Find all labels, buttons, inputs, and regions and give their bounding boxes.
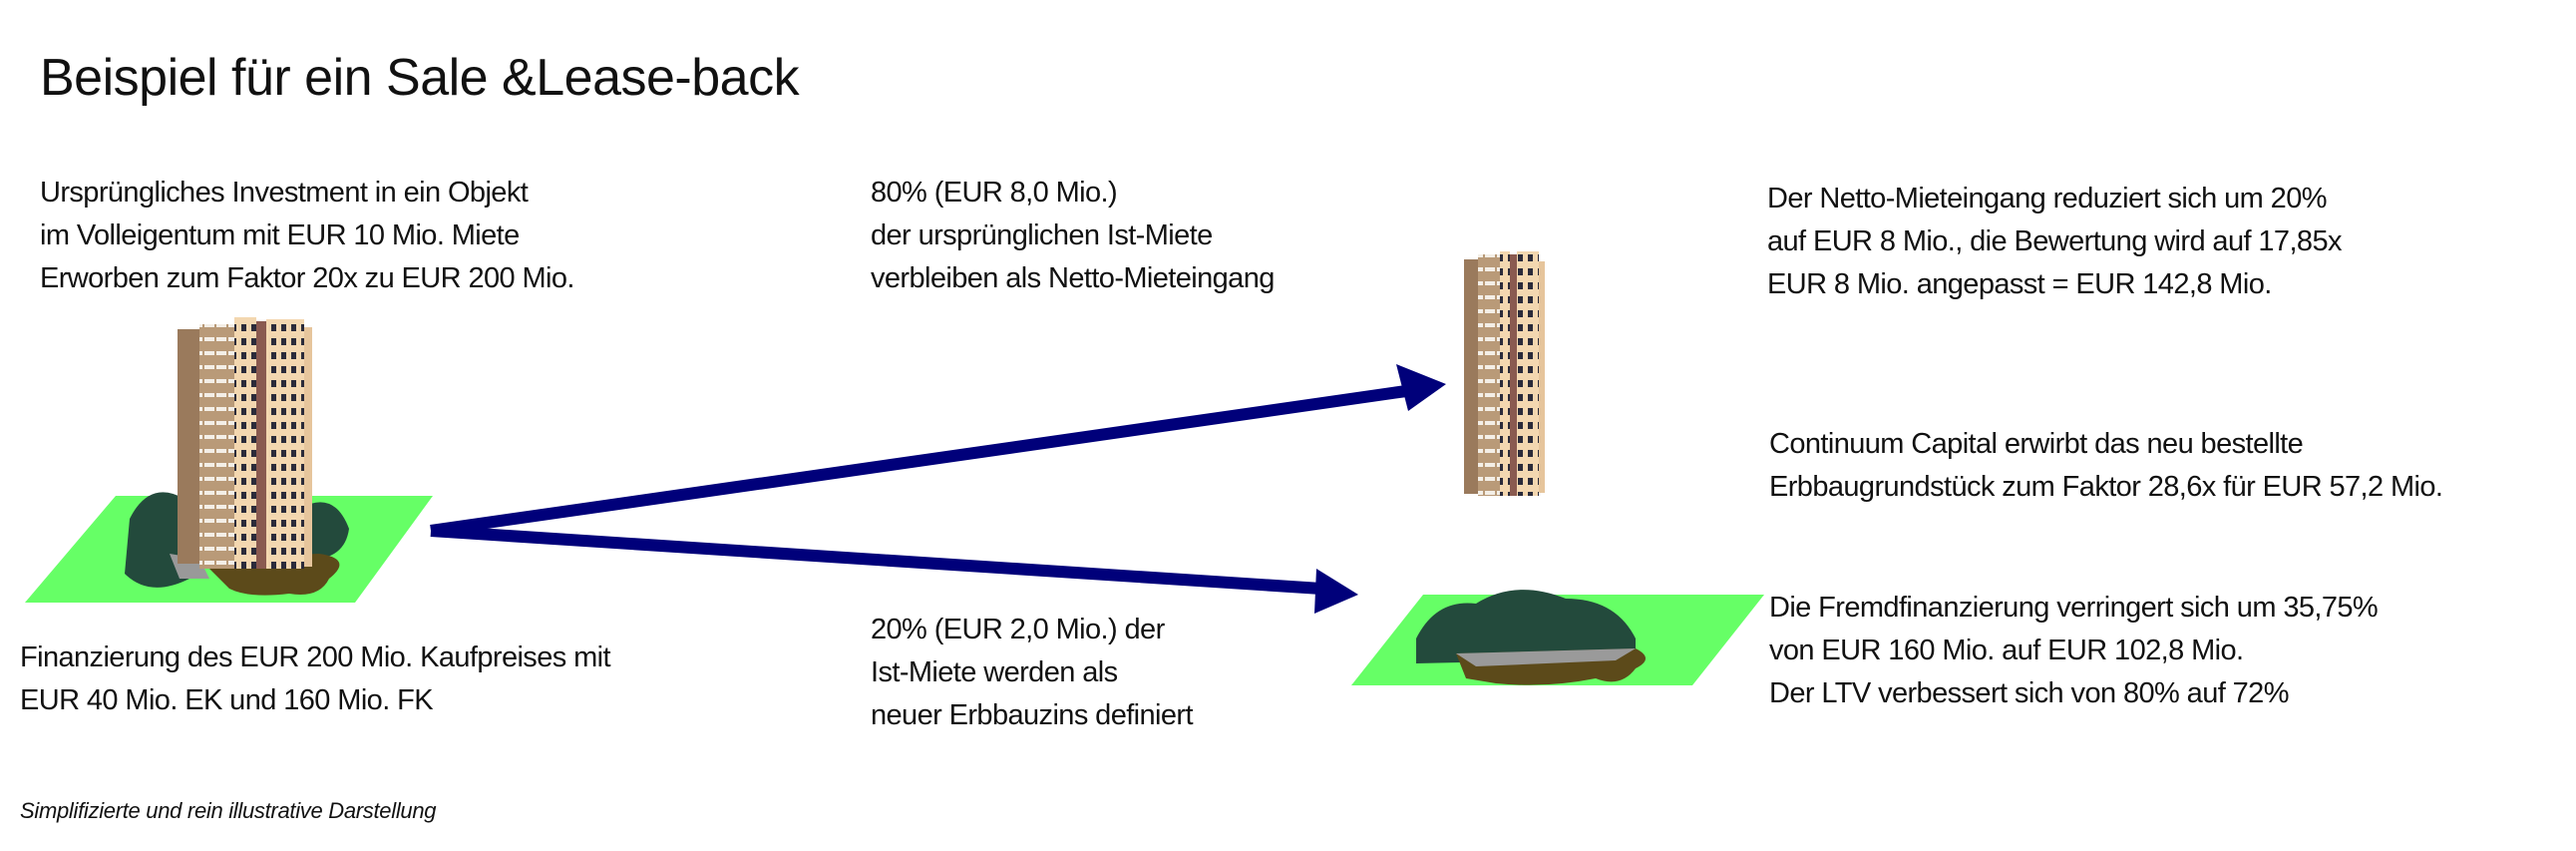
text-line: neuer Erbbauzins definiert (871, 699, 1194, 731)
lower-flow-text: 20% (EUR 2,0 Mio.) der Ist-Miete werden … (871, 609, 1194, 737)
building-after-sale-icon (1464, 251, 1545, 496)
text-line: Ist-Miete werden als (871, 656, 1118, 688)
land-purchase-text: Continuum Capital erwirbt das neu bestel… (1769, 423, 2443, 509)
text-line: Finanzierung des EUR 200 Mio. Kaufpreise… (20, 641, 611, 673)
land-parcel-illustration (1351, 590, 1764, 685)
debt-result-text: Die Fremdfinanzierung verringert sich um… (1769, 587, 2379, 715)
tower-building-icon (178, 317, 312, 569)
page-title: Beispiel für ein Sale &Lease-back (40, 49, 800, 107)
text-line: von EUR 160 Mio. auf EUR 102,8 Mio. (1769, 635, 2244, 666)
text-line: Erbbaugrundstück zum Faktor 28,6x für EU… (1769, 471, 2443, 503)
building-result-text: Der Netto-Mieteingang reduziert sich um … (1767, 178, 2342, 306)
financing-text: Finanzierung des EUR 200 Mio. Kaufpreise… (20, 637, 611, 722)
tree-icon (125, 492, 189, 588)
arrow-to-land (430, 525, 1358, 614)
text-line: Erworben zum Faktor 20x zu EUR 200 Mio. (40, 262, 574, 294)
footnote: Simplifizierte und rein illustrative Dar… (20, 798, 437, 823)
arrow-to-building (430, 364, 1446, 537)
text-line: Ursprüngliches Investment in ein Objekt (40, 177, 529, 209)
text-line: Die Fremdfinanzierung verringert sich um… (1769, 592, 2379, 624)
original-investment-text: Ursprüngliches Investment in ein Objekt … (40, 172, 574, 300)
text-line: Continuum Capital erwirbt das neu bestel… (1769, 428, 2304, 460)
pavement (1456, 648, 1636, 666)
text-line: Der LTV verbessert sich von 80% auf 72% (1769, 677, 2289, 709)
text-line: Der Netto-Mieteingang reduziert sich um … (1767, 183, 2328, 214)
text-line: 80% (EUR 8,0 Mio.) (871, 177, 1118, 209)
text-line: der ursprünglichen Ist-Miete (871, 219, 1213, 251)
text-line: im Volleigentum mit EUR 10 Mio. Miete (40, 219, 520, 251)
original-property-illustration (25, 317, 433, 603)
text-line: auf EUR 8 Mio., die Bewertung wird auf 1… (1767, 225, 2342, 257)
hill-trees-icon (1416, 590, 1636, 663)
upper-flow-text: 80% (EUR 8,0 Mio.) der ursprünglichen Is… (871, 172, 1275, 300)
text-line: verbleiben als Netto-Mieteingang (871, 262, 1275, 294)
text-line: EUR 40 Mio. EK und 160 Mio. FK (20, 684, 434, 716)
text-line: EUR 8 Mio. angepasst = EUR 142,8 Mio. (1767, 268, 2272, 300)
text-line: 20% (EUR 2,0 Mio.) der (871, 614, 1165, 645)
